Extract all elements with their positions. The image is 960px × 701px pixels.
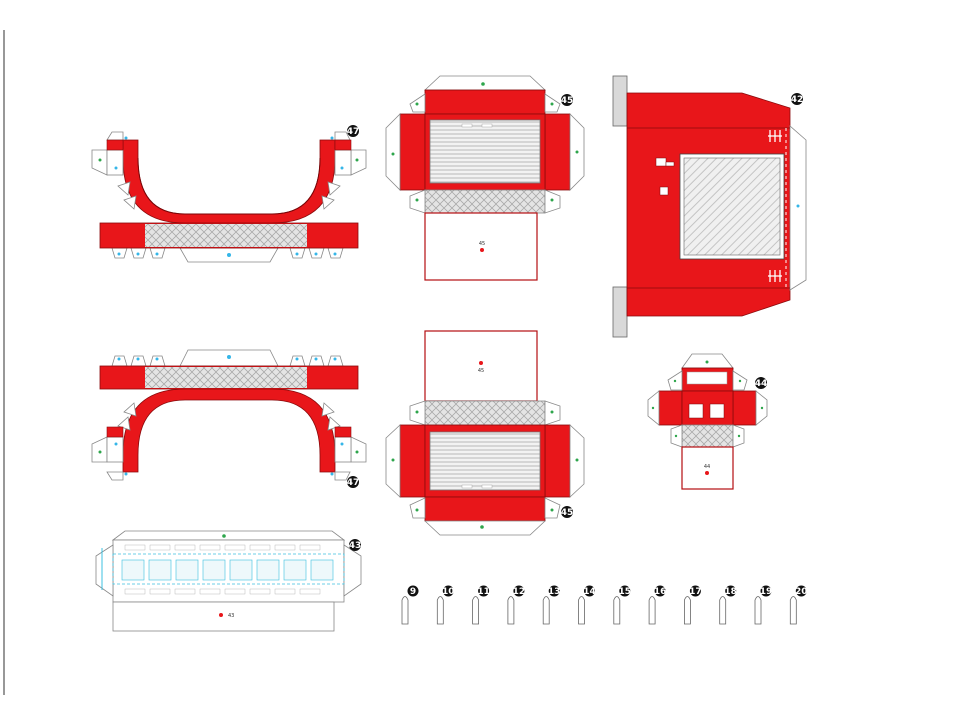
pegs-row: 9 10 11 12 13 14 15 16 17 18 19 20	[401, 585, 808, 625]
peg-number-10: 10	[442, 587, 455, 597]
tab-number-45-top: 45	[479, 241, 485, 247]
peg-12: 12	[507, 585, 526, 625]
peg-number-16: 16	[654, 587, 667, 597]
part-42: 42	[612, 75, 807, 338]
peg-number-18: 18	[724, 587, 737, 597]
peg-number-13: 13	[548, 587, 561, 597]
peg-20: 20	[789, 585, 808, 625]
peg-19: 19	[754, 585, 773, 625]
tab-number-43: 43	[228, 613, 234, 619]
peg-number-9: 9	[410, 587, 416, 597]
peg-14: 14	[578, 585, 596, 625]
peg-number-17: 17	[689, 587, 702, 597]
part-number-45-top: 45	[561, 96, 574, 106]
part-number-44: 44	[755, 379, 768, 389]
peg-number-14: 14	[583, 587, 596, 597]
part-47-bottom: 47	[91, 349, 367, 488]
part-number-45-bottom: 45	[561, 508, 574, 518]
peg-17: 17	[684, 585, 702, 625]
part-43: 43 43	[95, 530, 362, 632]
peg-number-19: 19	[760, 587, 773, 597]
peg-15: 15	[613, 585, 632, 625]
peg-13: 13	[542, 585, 561, 625]
part-45-top: 45 45	[385, 75, 585, 281]
peg-11: 11	[472, 585, 490, 625]
tab-number-44: 44	[704, 464, 710, 470]
peg-10: 10	[436, 585, 455, 625]
part-44: 44 44	[647, 353, 768, 490]
peg-16: 16	[648, 585, 667, 625]
part-45-bottom: 45 45	[385, 330, 585, 536]
part-number-43: 43	[349, 541, 362, 551]
peg-18: 18	[719, 585, 737, 625]
peg-number-12: 12	[513, 587, 526, 597]
tab-number-45-bottom: 45	[478, 368, 484, 374]
peg-number-15: 15	[619, 587, 632, 597]
part-number-47-top: 47	[347, 127, 360, 137]
peg-number-11: 11	[477, 587, 490, 597]
part-number-47-bottom: 47	[347, 478, 360, 488]
peg-number-20: 20	[795, 587, 808, 597]
part-number-42: 42	[791, 95, 804, 105]
part-47-top: 47	[91, 125, 367, 263]
peg-9: 9	[401, 585, 419, 625]
